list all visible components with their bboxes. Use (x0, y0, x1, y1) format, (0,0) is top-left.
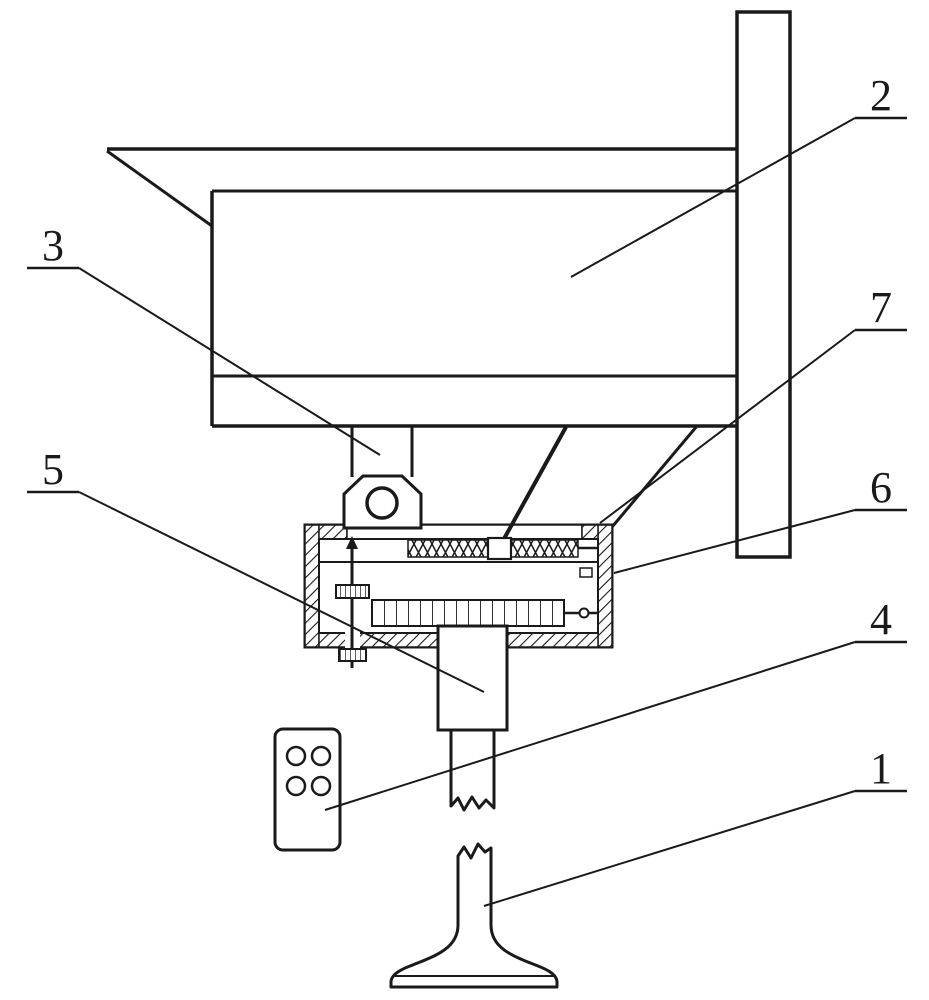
ref-label-5: 5 (27, 445, 485, 693)
gear-rack (371, 599, 565, 627)
ref-number-1: 1 (870, 744, 892, 793)
remote-button-1 (285, 745, 307, 767)
leader-line-2 (570, 117, 856, 278)
ref-number-3: 3 (42, 221, 64, 270)
output-shaft (436, 624, 509, 812)
machine-body (106, 147, 737, 528)
ref-label-6: 6 (613, 463, 907, 574)
ref-number-4: 4 (870, 595, 892, 644)
leader-line-3 (78, 267, 381, 456)
leader-line-1 (483, 790, 856, 907)
screw-nut-block (486, 536, 513, 561)
leader-line-5 (78, 491, 485, 693)
leader-line-7 (599, 329, 856, 524)
ref-number-6: 6 (870, 463, 892, 512)
bracket-pin-hole (365, 486, 399, 520)
ref-label-3: 3 (27, 221, 381, 456)
drive-rod (498, 426, 568, 547)
upper-gear (335, 584, 370, 599)
gearbox-top-wall-right (581, 524, 599, 540)
suction-valve (389, 842, 559, 989)
leader-line-4 (324, 641, 856, 811)
ref-label-7: 7 (599, 283, 907, 524)
lower-gear (338, 648, 367, 662)
rack-end-pin (578, 607, 590, 619)
ref-number-5: 5 (42, 445, 64, 494)
remote-button-2 (310, 745, 332, 767)
gearbox-left-wall (304, 524, 320, 648)
reference-labels: 2 3 7 5 6 4 1 (27, 71, 907, 907)
ref-number-7: 7 (870, 283, 892, 332)
remote-button-4 (310, 775, 332, 797)
shaft-arrow-tip (346, 536, 358, 549)
ref-label-1: 1 (483, 744, 907, 907)
funnel-edge (610, 425, 699, 528)
body-chamfer-edge (106, 149, 213, 228)
remote-button-3 (285, 775, 307, 797)
shaft-lower-section-break (449, 730, 496, 812)
ref-label-2: 2 (570, 71, 907, 278)
remote-control (273, 727, 342, 852)
gearbox-bottom-wall-right (506, 632, 599, 648)
shaft-upper-section (436, 624, 509, 732)
leader-line-6 (613, 509, 856, 574)
suction-cup-body (389, 842, 559, 989)
mounting-bracket (342, 426, 423, 530)
wall-bearing-block (579, 567, 593, 578)
support-column (735, 10, 792, 559)
gearbox-right-wall (597, 524, 613, 648)
ref-label-4: 4 (324, 595, 907, 811)
ref-number-2: 2 (870, 71, 892, 120)
